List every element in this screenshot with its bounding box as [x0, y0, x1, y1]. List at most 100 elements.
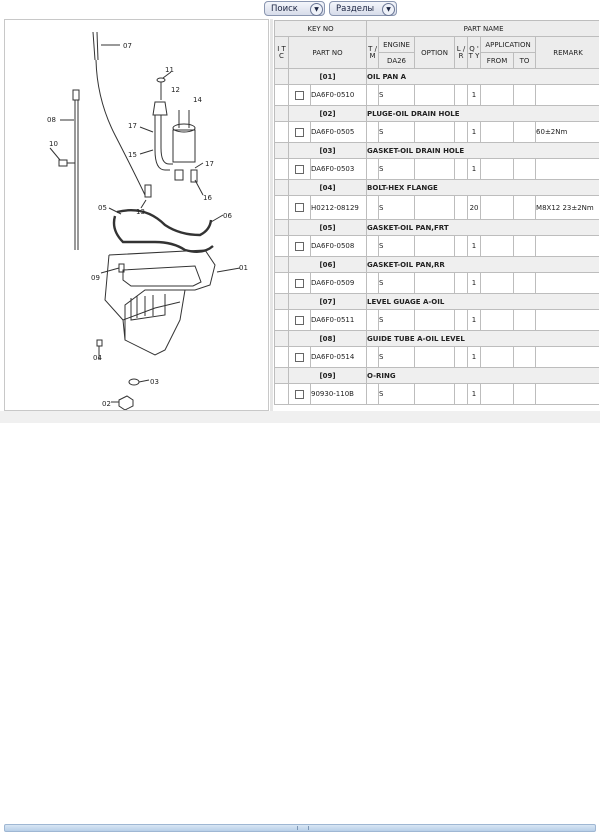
- group-part-name: GASKET-OIL DRAIN HOLE: [366, 142, 599, 159]
- callout-16: 16: [203, 194, 212, 202]
- pane-splitter[interactable]: [270, 19, 273, 411]
- lr-cell: [454, 235, 469, 257]
- engine-cell: S: [378, 195, 416, 220]
- key-no-header: KEY NO: [274, 20, 368, 37]
- group-row: [07]LEVEL GUAGE A-OIL: [274, 293, 599, 310]
- search-button[interactable]: Поиск ▼: [264, 1, 325, 16]
- callout-04: 04: [93, 354, 102, 362]
- lr-cell: [454, 195, 469, 220]
- tm-cell: [366, 121, 380, 143]
- group-row: [09]O-RING: [274, 367, 599, 384]
- option-cell: [414, 309, 456, 331]
- option-cell: [414, 235, 456, 257]
- option-cell: [414, 272, 456, 294]
- select-cell: [288, 346, 311, 368]
- qty-header: Q ' T Y: [467, 36, 482, 69]
- engine-cell: S: [378, 383, 416, 405]
- row-checkbox[interactable]: [295, 389, 304, 399]
- option-cell: [414, 195, 456, 220]
- group-spacer: [274, 179, 289, 196]
- from-cell: [480, 346, 515, 368]
- from-cell: [480, 158, 515, 180]
- lr-header: L / R: [454, 36, 469, 69]
- row-checkbox[interactable]: [295, 127, 304, 137]
- callout-09: 09: [91, 274, 100, 282]
- to-cell: [513, 158, 537, 180]
- da26-header: DA26: [378, 52, 416, 69]
- option-cell: [414, 346, 456, 368]
- select-cell: [288, 383, 311, 405]
- lr-cell: [454, 272, 469, 294]
- group-part-name: PLUGE-OIL DRAIN HOLE: [366, 105, 599, 122]
- option-cell: [414, 158, 456, 180]
- group-key-no: [09]: [287, 367, 368, 384]
- tm-cell: [366, 195, 380, 220]
- engine-cell: S: [378, 84, 416, 106]
- itc-cell: [274, 309, 289, 331]
- callout-02: 02: [102, 400, 111, 408]
- row-checkbox[interactable]: [295, 241, 304, 251]
- tm-header: T / M: [366, 36, 380, 69]
- lr-cell: [454, 346, 469, 368]
- engine-cell: S: [378, 309, 416, 331]
- engine-cell: S: [378, 346, 416, 368]
- remark-cell: M8X12 23±2Nm: [535, 195, 599, 220]
- to-cell: [513, 84, 537, 106]
- row-checkbox[interactable]: [295, 352, 304, 362]
- part-no-cell: DA6F0-0514: [309, 346, 368, 368]
- from-cell: [480, 195, 515, 220]
- group-spacer: [274, 330, 289, 347]
- remark-cell: [535, 84, 599, 106]
- row-checkbox[interactable]: [295, 315, 304, 325]
- scrollbar-grip-icon[interactable]: [297, 826, 309, 830]
- row-checkbox[interactable]: [295, 164, 304, 174]
- horizontal-scrollbar[interactable]: [4, 824, 596, 832]
- callout-17b: 17: [205, 160, 214, 168]
- itc-cell: [274, 121, 289, 143]
- callout-01: 01: [239, 264, 248, 272]
- row-checkbox[interactable]: [295, 90, 304, 100]
- remark-header: REMARK: [535, 36, 599, 69]
- remark-cell: [535, 309, 599, 331]
- qty-cell: 1: [467, 309, 482, 331]
- engine-cell: S: [378, 235, 416, 257]
- remark-cell: [535, 235, 599, 257]
- itc-cell: [274, 84, 289, 106]
- toolbar: Поиск ▼ Разделы ▼: [0, 0, 600, 18]
- option-cell: [414, 121, 456, 143]
- itc-cell: [274, 383, 289, 405]
- callout-06: 06: [223, 212, 232, 220]
- group-part-name: O-RING: [366, 367, 599, 384]
- callout-13: 13: [136, 208, 145, 216]
- engine-cell: S: [378, 121, 416, 143]
- callout-10: 10: [49, 140, 58, 148]
- group-spacer: [274, 367, 289, 384]
- group-key-no: [08]: [287, 330, 368, 347]
- to-cell: [513, 309, 537, 331]
- sections-button[interactable]: Разделы ▼: [329, 1, 397, 16]
- parts-diagram-pane: 07 08 10 11 12 14 17 15 17 16 13 05 06 0…: [4, 19, 269, 411]
- row-checkbox[interactable]: [295, 278, 304, 288]
- qty-cell: 1: [467, 121, 482, 143]
- group-part-name: GUIDE TUBE A-OIL LEVEL: [366, 330, 599, 347]
- select-cell: [288, 158, 311, 180]
- row-checkbox[interactable]: [295, 203, 304, 212]
- group-key-no: [06]: [287, 256, 368, 273]
- qty-cell: 1: [467, 84, 482, 106]
- sections-button-label: Разделы: [336, 4, 375, 14]
- to-cell: [513, 383, 537, 405]
- callout-15: 15: [128, 151, 137, 159]
- group-row: [01]OIL PAN A: [274, 68, 599, 85]
- status-bar: [0, 411, 600, 832]
- tm-cell: [366, 383, 380, 405]
- select-cell: [288, 84, 311, 106]
